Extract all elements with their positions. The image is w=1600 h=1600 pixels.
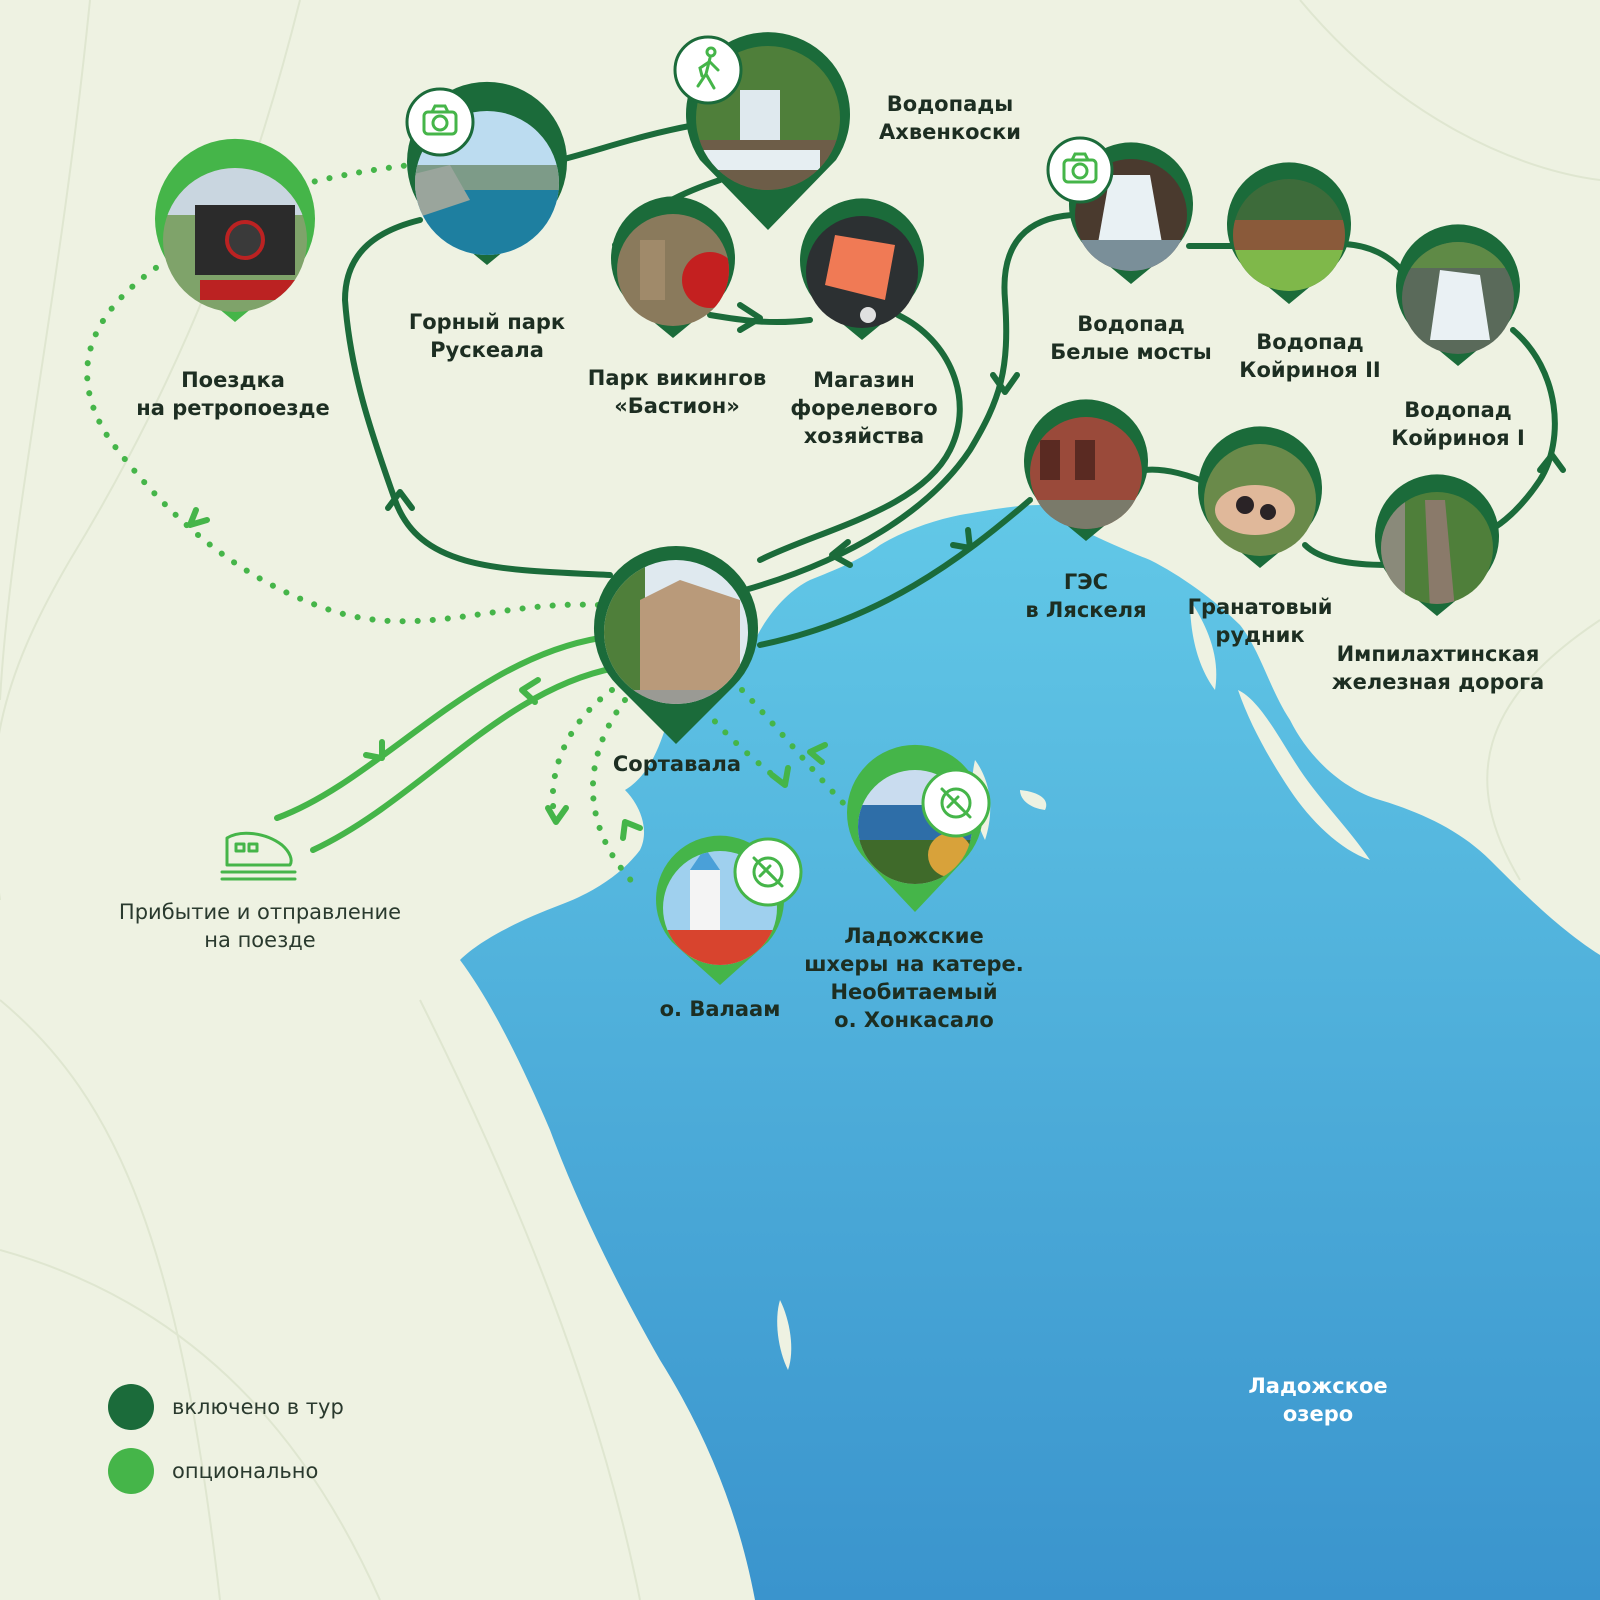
label-line: Импилахтинская: [1336, 642, 1540, 666]
label-line: на ретропоезде: [136, 396, 330, 420]
label-valaam: о. Валаам: [660, 995, 781, 1023]
map-pins: [155, 32, 1525, 985]
label-ahvenkoski: Водопады Ахвенкоски: [879, 90, 1021, 146]
label-line: Белые мосты: [1050, 340, 1212, 364]
pin-ahvenkoski[interactable]: [673, 32, 850, 231]
included-swatch: [108, 1384, 154, 1430]
label-line: озеро: [1282, 1402, 1354, 1426]
label-line: Водопады: [886, 92, 1014, 116]
label-lake: Ладожское озеро: [1248, 1372, 1387, 1428]
legend-included-label: включено в тур: [172, 1395, 344, 1419]
label-line: Сортавала: [612, 752, 742, 776]
camera-icon: [1062, 152, 1098, 184]
label-skerries: Ладожские шхеры на катере. Необитаемый о…: [804, 922, 1024, 1034]
hiking-icon: [696, 46, 720, 90]
legend-optional-label: опционально: [172, 1459, 319, 1483]
camera-icon: [422, 104, 458, 136]
locomotive-photo: [163, 168, 307, 312]
pin-ges[interactable]: [1024, 399, 1150, 541]
label-line: «Бастион»: [614, 394, 740, 418]
label-ruskeala: Горный парк Рускеала: [409, 308, 565, 364]
pin-skerries[interactable]: [847, 744, 991, 912]
no-food-icon: [752, 856, 784, 888]
no-food-icon: [940, 787, 972, 819]
label-line: ГЭС: [1063, 570, 1109, 594]
brick-building-photo: [1030, 417, 1142, 529]
label-train: Прибытие и отправление на поезде: [119, 898, 401, 954]
label-bastion: Парк викингов «Бастион»: [588, 364, 767, 420]
optional-routes: [84, 162, 853, 893]
label-line: рудник: [1215, 623, 1305, 647]
label-line: Койриноя II: [1239, 358, 1381, 382]
label-line: в Ляскеля: [1025, 598, 1147, 622]
label-retro: Поездка на ретропоезде: [136, 366, 329, 422]
pin-ruskeala[interactable]: [405, 81, 570, 266]
camera-badge: [405, 87, 475, 157]
label-impilahti: Импилахтинская железная дорога: [1332, 640, 1544, 696]
label-line: хозяйства: [803, 424, 925, 448]
label-koyrinoya-1: Водопад Койриноя I: [1391, 396, 1525, 452]
train-icon: [220, 831, 297, 881]
no-food-badge: [733, 837, 803, 907]
legend-optional: опционально: [108, 1448, 318, 1494]
no-food-badge: [921, 768, 991, 838]
label-garnet: Гранатовый рудник: [1188, 593, 1333, 649]
label-line: Водопад: [1256, 330, 1364, 354]
label-line: Магазин: [813, 368, 915, 392]
camera-badge: [1046, 136, 1114, 204]
route-arrows: [187, 302, 1566, 841]
label-line: железная дорога: [1331, 670, 1545, 694]
included-routes: [341, 122, 1558, 648]
label-line: Прибытие и отправление: [118, 900, 402, 924]
pin-valaam[interactable]: [655, 835, 803, 985]
hiking-badge: [673, 35, 743, 105]
pin-koyrinoya-2[interactable]: [1225, 162, 1355, 305]
label-belye-mosty: Водопад Белые мосты: [1050, 310, 1211, 366]
pin-trout[interactable]: [799, 198, 930, 340]
train-routes: [274, 635, 618, 853]
salmon-photo: [806, 216, 918, 328]
label-line: Поездка: [181, 368, 285, 392]
label-line: Рускеала: [430, 338, 544, 362]
label-line: Гранатовый: [1187, 595, 1333, 619]
label-sortavala: Сортавала: [613, 750, 741, 778]
pin-garnet[interactable]: [1198, 426, 1325, 568]
label-line: Горный парк: [408, 310, 566, 334]
pin-koyrinoya-1[interactable]: [1395, 224, 1525, 368]
label-line: Парк викингов: [587, 366, 767, 390]
label-ges: ГЭС в Ляскеля: [1025, 568, 1146, 624]
label-line: о. Валаам: [659, 997, 781, 1021]
label-line: Койриноя I: [1391, 426, 1525, 450]
label-line: шхеры на катере.: [804, 952, 1024, 976]
label-line: на поезде: [204, 928, 316, 952]
optional-swatch: [108, 1448, 154, 1494]
label-line: Необитаемый: [830, 980, 998, 1004]
legend-included: включено в тур: [108, 1384, 344, 1430]
label-line: Ладожские: [844, 924, 984, 948]
label-line: Водопад: [1077, 312, 1185, 336]
label-line: Ахвенкоски: [879, 120, 1021, 144]
pin-belye-mosty[interactable]: [1046, 136, 1195, 284]
label-line: о. Хонкасало: [834, 1008, 994, 1032]
lake-ladoga: [460, 505, 1600, 1600]
pin-retro[interactable]: [155, 138, 315, 322]
label-trout: Магазин форелевого хозяйства: [790, 366, 937, 450]
garnet-stones-photo: [1204, 444, 1316, 556]
pin-impilahti[interactable]: [1374, 474, 1500, 616]
label-line: Ладожское: [1248, 1374, 1388, 1398]
label-koyrinoya-2: Водопад Койриноя II: [1239, 328, 1380, 384]
label-line: Водопад: [1404, 398, 1512, 422]
label-line: форелевого: [790, 396, 938, 420]
